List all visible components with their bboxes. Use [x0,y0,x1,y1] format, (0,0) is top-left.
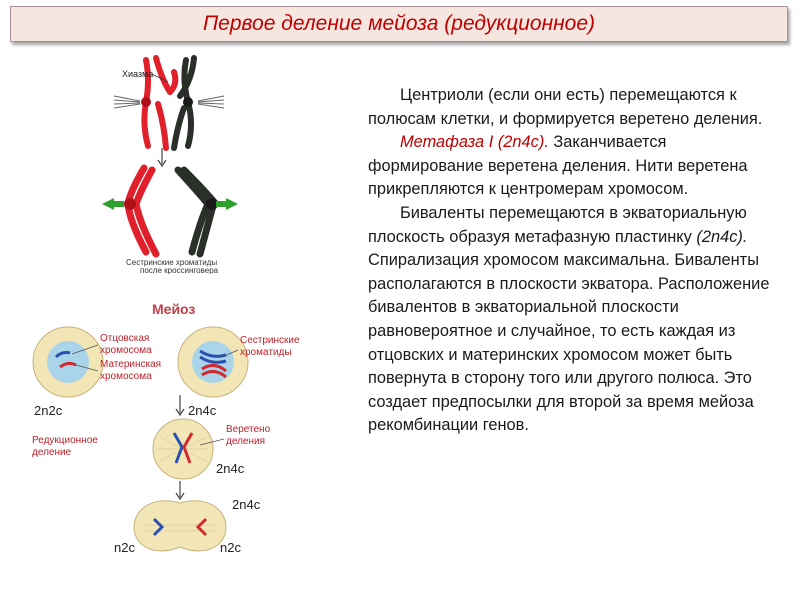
reduction-label-2: деление [32,447,72,458]
cell-2n4c-prophase [177,326,249,398]
label-2n4c-c: 2n4c [232,497,261,512]
paragraph-centrioles-text: Центриоли (если они есть) перемещаются к… [368,86,763,128]
green-arrow-right [216,198,238,210]
chiasma-label: Хиазма [122,69,153,79]
dark-chromosome-lower [174,166,218,258]
paternal-label-1: Отцовская [100,333,149,344]
label-2n4c-a: 2n4c [188,403,217,418]
paragraph-centrioles: Центриоли (если они есть) перемещаются к… [368,84,773,131]
spindle-label-1: Веретено [226,424,271,435]
red-chromosome-lower [124,164,160,258]
maternal-label-2: хромосома [100,371,152,382]
title-bar: Первое деление мейоза (редукционное) [10,6,788,42]
metaphase-label: Метафаза I (2n4c). [400,133,549,152]
paternal-label-2: хромосома [100,345,152,356]
sister-label-1: Сестринские [240,335,300,346]
page-title: Первое деление мейоза (редукционное) [202,12,596,35]
caption-line-2: после кроссинговера [140,266,219,274]
reduction-label-1: Редукционное [32,435,98,446]
centromere-red-lower [124,198,136,210]
paragraph-bivalents: Биваленты перемещаются в экваториальную … [368,202,773,438]
label-n2c-left: n2c [114,540,135,555]
meiosis-figure: Мейоз 2n2c Отцовская хромосома Материнск… [32,301,300,555]
metaphase-text: Заканчивается формирование веретена деле… [368,133,748,199]
chiasma-figure: Хиазма Сестринские хроматиды после кросс… [102,55,238,274]
green-arrow-left [102,198,124,210]
label-n2c-right: n2c [220,540,241,555]
sister-label-2: хроматиды [240,347,292,358]
centromere-dark [183,97,193,107]
spindle-fibers-upper [113,95,225,109]
label-2n2c: 2n2c [34,403,63,418]
paragraph-metaphase: Метафаза I (2n4c). Заканчивается формиро… [368,131,773,202]
cell-2n2c [32,326,104,398]
cell-metaphase [152,418,214,480]
bivalents-text-start: Биваленты перемещаются в экваториальную … [368,203,747,246]
label-2n4c-b: 2n4c [216,461,245,476]
caption-line-1: Сестринские хроматиды [126,258,217,267]
meiosis-title: Мейоз [152,301,195,317]
centromere-dark-lower [206,198,218,210]
maternal-label-1: Материнская [100,359,161,370]
centromere-red [141,97,151,107]
bivalents-formula: (2n4c). [696,227,748,246]
cell-anaphase [133,500,227,552]
spindle-label-2: деления [226,436,265,447]
body-text: Центриоли (если они есть) перемещаются к… [368,84,773,438]
bivalents-text-rest: Спирализация хромосом максимальна. Бивал… [368,251,770,435]
